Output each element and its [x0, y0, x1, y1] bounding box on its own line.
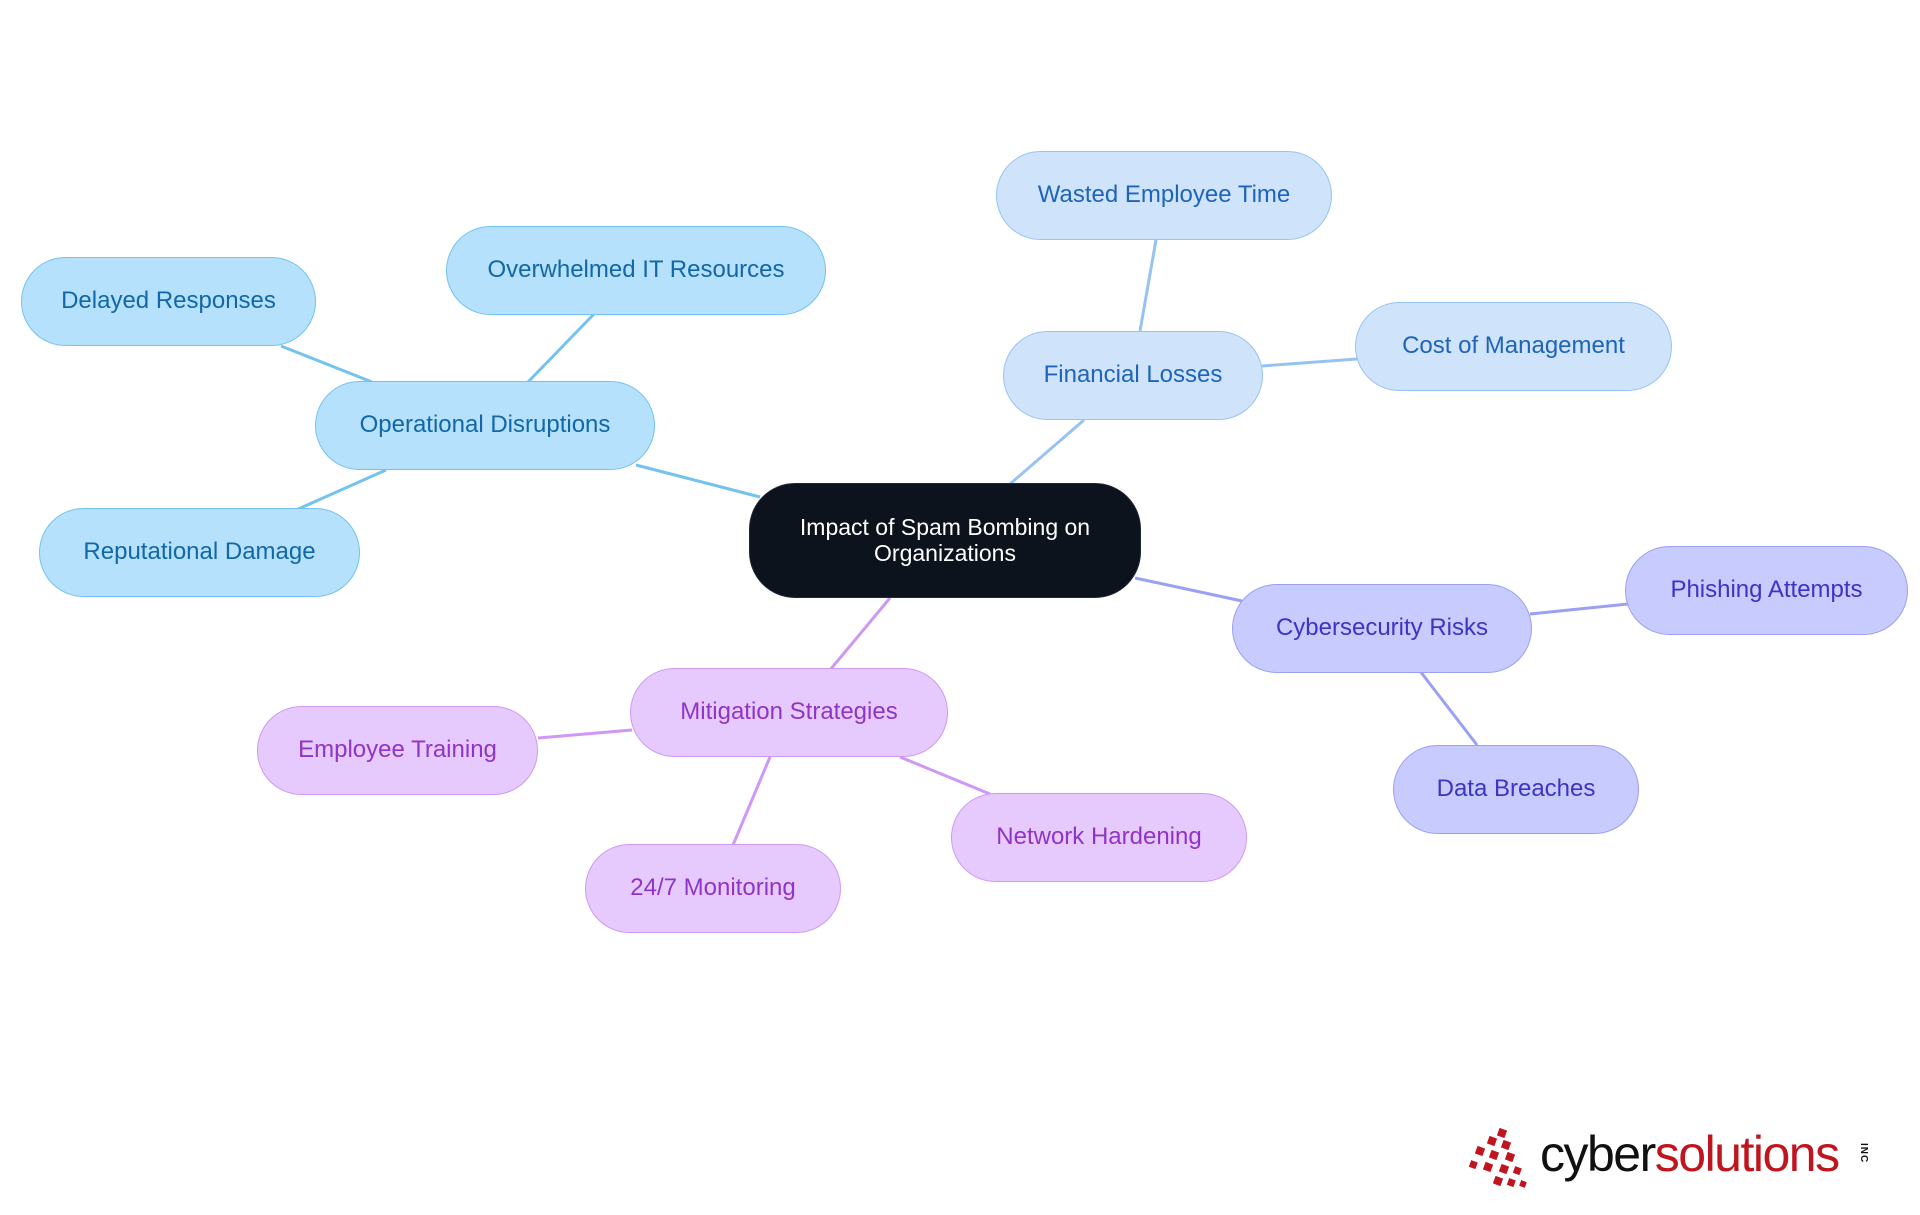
edge-ops-reputational [295, 468, 387, 512]
logo-wordmark: cybersolutions [1540, 1126, 1840, 1182]
logo-word-part1: cyber [1540, 1126, 1656, 1182]
cybersolutions-logo: cybersolutions INC [1468, 1125, 1878, 1195]
leaf-phishing-attempts: Phishing Attempts [1625, 546, 1908, 635]
logo-word-part2: solutions [1654, 1126, 1840, 1182]
logo-mark-icon [1468, 1127, 1527, 1188]
logo-inc: INC [1858, 1143, 1869, 1164]
branch-operational-disruptions: Operational Disruptions [315, 381, 655, 470]
edge-ops-overwhelmed [526, 312, 596, 384]
edge-root-cybersecurity [1134, 576, 1243, 603]
edge-cyb-phishing [1529, 602, 1629, 616]
edge-cyb-breaches [1418, 670, 1479, 746]
leaf-247-monitoring: 24/7 Monitoring [585, 844, 841, 933]
edge-mit-hardening [899, 755, 991, 796]
edge-fin-cost [1261, 357, 1358, 368]
edge-root-mitigation [828, 597, 892, 671]
leaf-wasted-employee-time: Wasted Employee Time [996, 151, 1332, 240]
leaf-delayed-responses: Delayed Responses [21, 257, 316, 346]
edge-ops-delayed [280, 344, 373, 384]
edge-fin-wasted [1138, 239, 1158, 332]
edge-root-operational [635, 463, 761, 499]
leaf-cost-of-management: Cost of Management [1355, 302, 1672, 391]
edge-mit-monitoring [731, 756, 772, 846]
leaf-overwhelmed-it-resources: Overwhelmed IT Resources [446, 226, 826, 315]
edge-mit-training [537, 728, 633, 740]
edge-root-financial [1009, 418, 1085, 486]
branch-financial-losses: Financial Losses [1003, 331, 1263, 420]
leaf-reputational-damage: Reputational Damage [39, 508, 360, 597]
leaf-employee-training: Employee Training [257, 706, 538, 795]
branch-mitigation-strategies: Mitigation Strategies [630, 668, 948, 757]
branch-cybersecurity-risks: Cybersecurity Risks [1232, 584, 1532, 673]
leaf-data-breaches: Data Breaches [1393, 745, 1639, 834]
root-node: Impact of Spam Bombing on Organizations [749, 483, 1141, 598]
leaf-network-hardening: Network Hardening [951, 793, 1247, 882]
